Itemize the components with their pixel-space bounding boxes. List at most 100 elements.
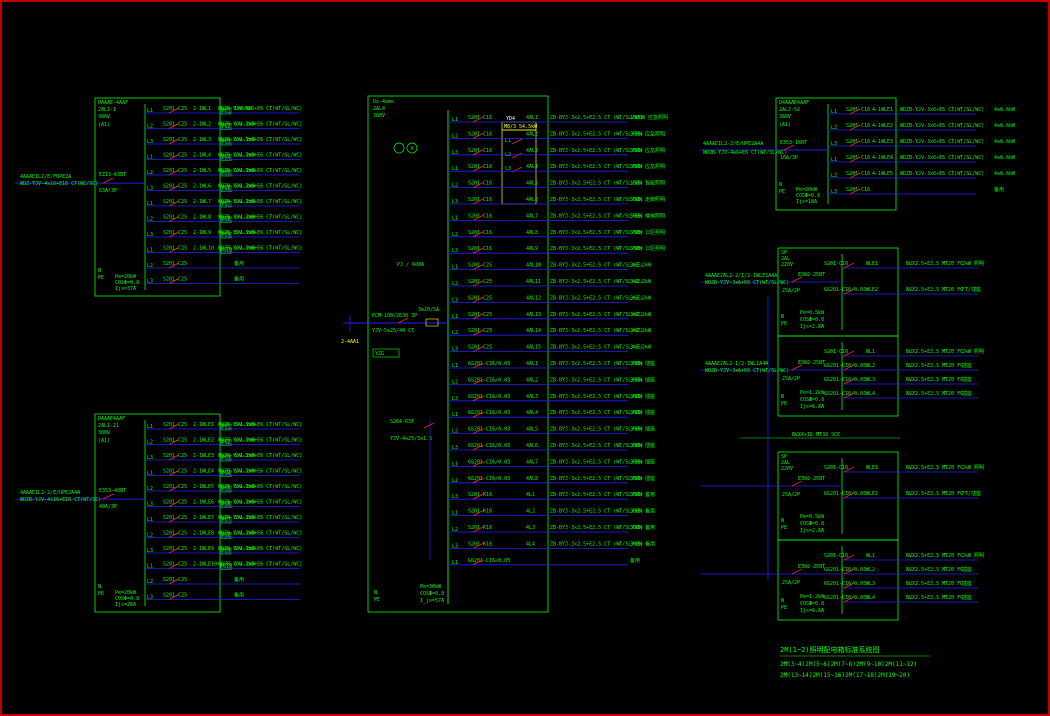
breaker-contact (843, 288, 855, 295)
panel-b-circuit-no: 2-1WLE9 (193, 546, 214, 552)
breaker-contact (843, 554, 855, 561)
panel-c-circuit-no: 4AL9 (526, 246, 538, 252)
panel-c-cable: ZB-BYJ-3x2.5+E2.5 CT (WT/SL/SE) (550, 459, 643, 465)
panel-a-breaker: S201-C25 (163, 246, 187, 252)
breaker-contact (849, 108, 861, 115)
breaker-contact (511, 138, 523, 145)
panel-e2-main-breaker: E302-25BT (798, 360, 825, 366)
panel-d-phase: L2 (831, 173, 837, 179)
panel-a-earth: PE (98, 275, 104, 281)
panel-e2-main-rating: 25A/2P (782, 376, 800, 382)
panel-e1-cos: COSΦ=0.8 (800, 317, 824, 323)
panel-e2-incoming-tag: 4AAAE2AL2-1/2-1WL1A4A (705, 361, 768, 367)
panel-c-phase: L2 (452, 379, 458, 385)
breaker-contact (168, 262, 180, 269)
panel-c-phase: L2 (452, 527, 458, 533)
panel-c-phase: L2 (452, 429, 458, 435)
panel-a-cable: WDZB-YJV-3x6+E6 CT(WT/SL/WC) (218, 215, 302, 221)
panel-b-phase: L2 (147, 533, 153, 539)
tag-label: PG6 (221, 502, 230, 508)
panel-a-load: 3x1.2kW (234, 184, 256, 190)
panel-c-breaker: GS201-C16/0.03 (468, 459, 510, 465)
panel-e1-cable: BVX2.5+E2.5 MT20 FC (906, 261, 963, 267)
panel-b-cable: WDZB-YJV-3x6+E6 CT(WT/SL/WC) (218, 562, 302, 568)
tag-label: PG6 (221, 186, 230, 192)
panel-b-cable: WDZB-YJV-3x6+E6 CT(WT/SL/WC) (218, 438, 302, 444)
panel-e3-main-breaker: E302-25BT (798, 476, 825, 482)
voltmeter-label: V (410, 146, 413, 152)
panel-c-phase: L2 (452, 478, 458, 484)
tag-box (220, 485, 232, 493)
panel-c-load: 100W 智能照明 (630, 180, 665, 187)
panel-a-breaker: S201-C25 (163, 122, 187, 128)
panel-c-phase: L3 (452, 494, 458, 500)
panel-a-cos: COSΦ=0.8 (115, 280, 139, 286)
breaker-contact (168, 501, 180, 507)
breaker-contact (423, 422, 435, 429)
panel-e3-neutral: N (781, 518, 784, 524)
panel-b-pe: Pe=20kW (115, 590, 137, 596)
panel-d-cos: COSΦ=0.8 (796, 193, 820, 199)
panel-b-cable: WDZB-YJV-3x6+E6 CT(WT/SL/WC) (218, 422, 302, 428)
panel-e1-pe: Pe=0.5kW (800, 310, 825, 316)
panel-b-enclosure (94, 413, 221, 613)
breaker-contact (791, 364, 803, 371)
panel-d-cable: WDZB-YJV-3x6+E6 CT(WT/SL/WC) (900, 107, 984, 113)
breaker-contact (168, 563, 180, 569)
panel-e2-enclosure (777, 335, 899, 417)
panel-e4-circuit-no: WL2 (866, 567, 875, 573)
panel-c-phase: L3 (452, 445, 458, 451)
panel-e2-ijs: Ijs=6.8A (800, 404, 824, 410)
panel-c-circuit-no: 4AL8 (526, 230, 538, 236)
panel-c-load: 3x1.2kW (630, 328, 652, 334)
panel-c-phase: L3 (452, 199, 458, 205)
panel-e4-cable: BVX2.5+E2.5 MT20 FC (906, 567, 963, 573)
panel-a-circuit-no: 2-1WL2 (193, 122, 211, 128)
panel-c-incoming-cable: YJV-5x25/40 CT (372, 328, 414, 334)
panel-a-id: 2AL1-1 (98, 107, 116, 113)
panel-d-phase: L3 (831, 141, 837, 147)
panel-a-circuit-no: 2-1WL1 (193, 106, 211, 112)
panel-c-load: 300W 备用 (630, 540, 655, 547)
breaker-contact (472, 477, 484, 484)
panel-e2-cable: BVX2.5+E2.5 MT20 FC (906, 349, 963, 355)
panel-c-breaker: GS201-C16/0.03 (468, 361, 510, 367)
panel-e3-id: 2AL (781, 460, 790, 466)
breaker-contact (472, 247, 484, 254)
panel-c-load: 500W 楼梯照明 (630, 212, 665, 219)
panel-c-load: 300W 插座 (630, 376, 655, 383)
breaker-contact (168, 470, 180, 476)
tag-box (220, 216, 232, 223)
panel-c-pe: Pe=30kW (420, 584, 442, 590)
panel-d-incoming-tag: 4AAAE1L2-2/E/UPE2A4A (703, 141, 763, 147)
caption-line-1: 2M(3~4)2M(5~6)2M(7~8)2M(9~10)2M(11~12) (780, 661, 917, 668)
panel-c-cable: ZB-BYJ-3x2.5+E2.5 CT (WT/SL/SE) (550, 213, 643, 219)
panel-c-tag: YZG (375, 351, 384, 357)
panel-b-circuit-no: 2-1WLE4 (193, 469, 214, 475)
panel-c-cable: ZB-BYJ-3x2.5+E2.5 CT (WT/SL/SE) (550, 263, 643, 269)
panel-c-ijs: I_js=57A (420, 598, 444, 604)
panel-d-load: 4x0.6kW (994, 107, 1016, 113)
panel-e4-load: 2kW 照明 (962, 553, 984, 559)
panel-a-cable: WDZB-YJV-3x6+E6 CT(WT/SL/WC) (218, 184, 302, 190)
panel-e4-cos: COSΦ=0.8 (800, 601, 824, 607)
panel-d-circuit-no: 4-1WLE4 (872, 155, 893, 161)
panel-e4-breaker: GS201-C16/0.03 (824, 581, 866, 587)
panel-d-circuit-no: 4-1WLE1 (872, 107, 893, 113)
panel-a-breaker: S201-C25 (163, 137, 187, 143)
panel-a-pe: Pe=20kW (115, 274, 137, 280)
panel-c-load: 300W 应急照明 (630, 147, 665, 154)
breaker-contact (843, 364, 855, 371)
panel-e2-breaker: GS201-C16/0.03 (824, 363, 866, 369)
panel-a-breaker: S201-C25 (163, 168, 187, 174)
breaker-contact (168, 247, 180, 253)
breaker-contact (843, 350, 855, 357)
panel-c-cable: ZB-BYJ-3x2.5+E2.5 CT (WT/SL/SE) (550, 345, 643, 351)
panel-b-main-rating: 40A/3P (99, 504, 117, 510)
breaker-contact (168, 485, 180, 492)
panel-c-cable: ZB-BYJ-3x2.5+E2.5 CT (WT/SL/SE) (550, 361, 643, 367)
panel-e4-breaker: GS201-C16/0.03 (824, 595, 866, 601)
sub-box-caption: YD4 (506, 116, 515, 122)
panel-e1-cable: BVX2.5+E2.5 MT20 FC (906, 287, 963, 293)
panel-b-breaker: S201-C25 (163, 438, 187, 444)
